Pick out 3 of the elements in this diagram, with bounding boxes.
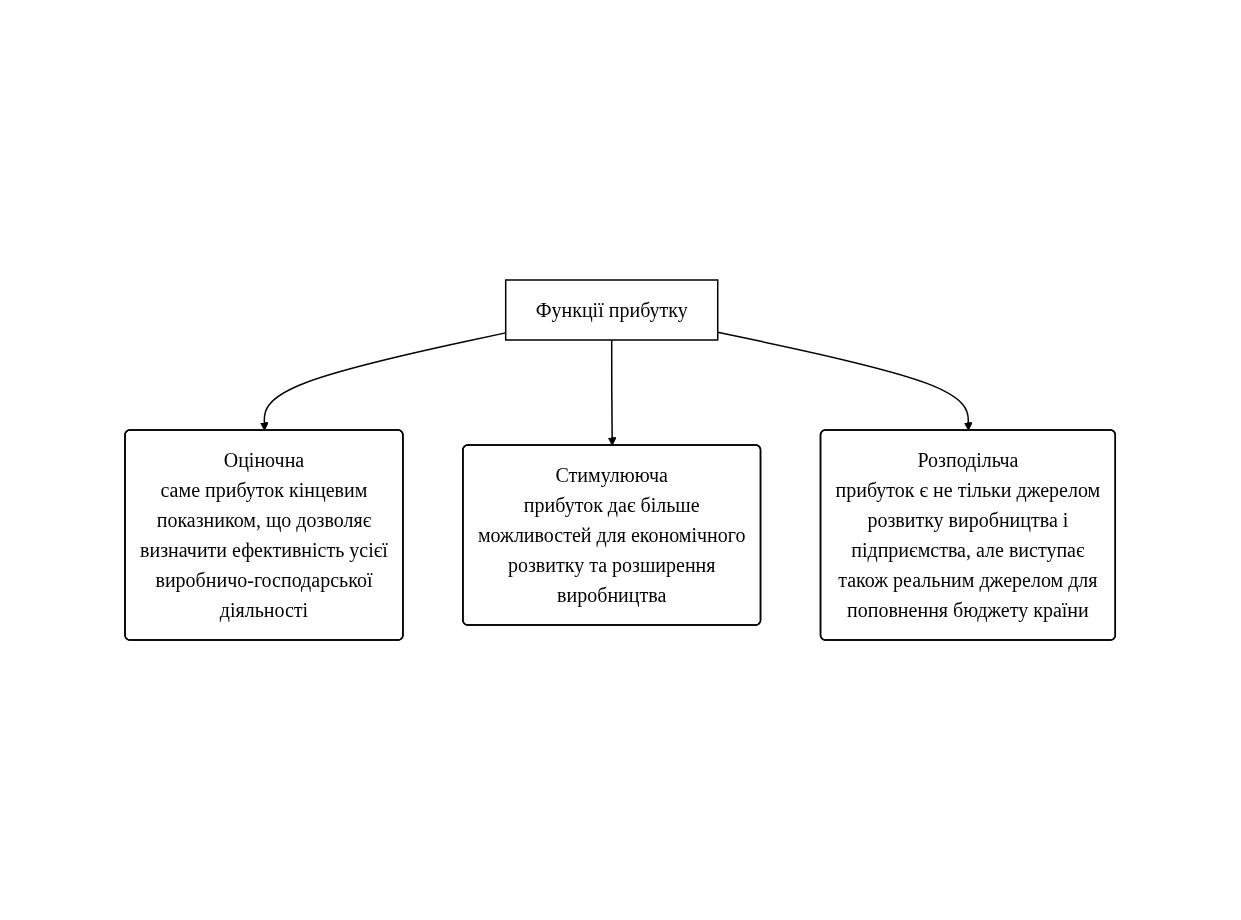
arrow [608,339,617,446]
arrow [260,332,507,431]
node-box: Функції прибутку [505,279,719,341]
